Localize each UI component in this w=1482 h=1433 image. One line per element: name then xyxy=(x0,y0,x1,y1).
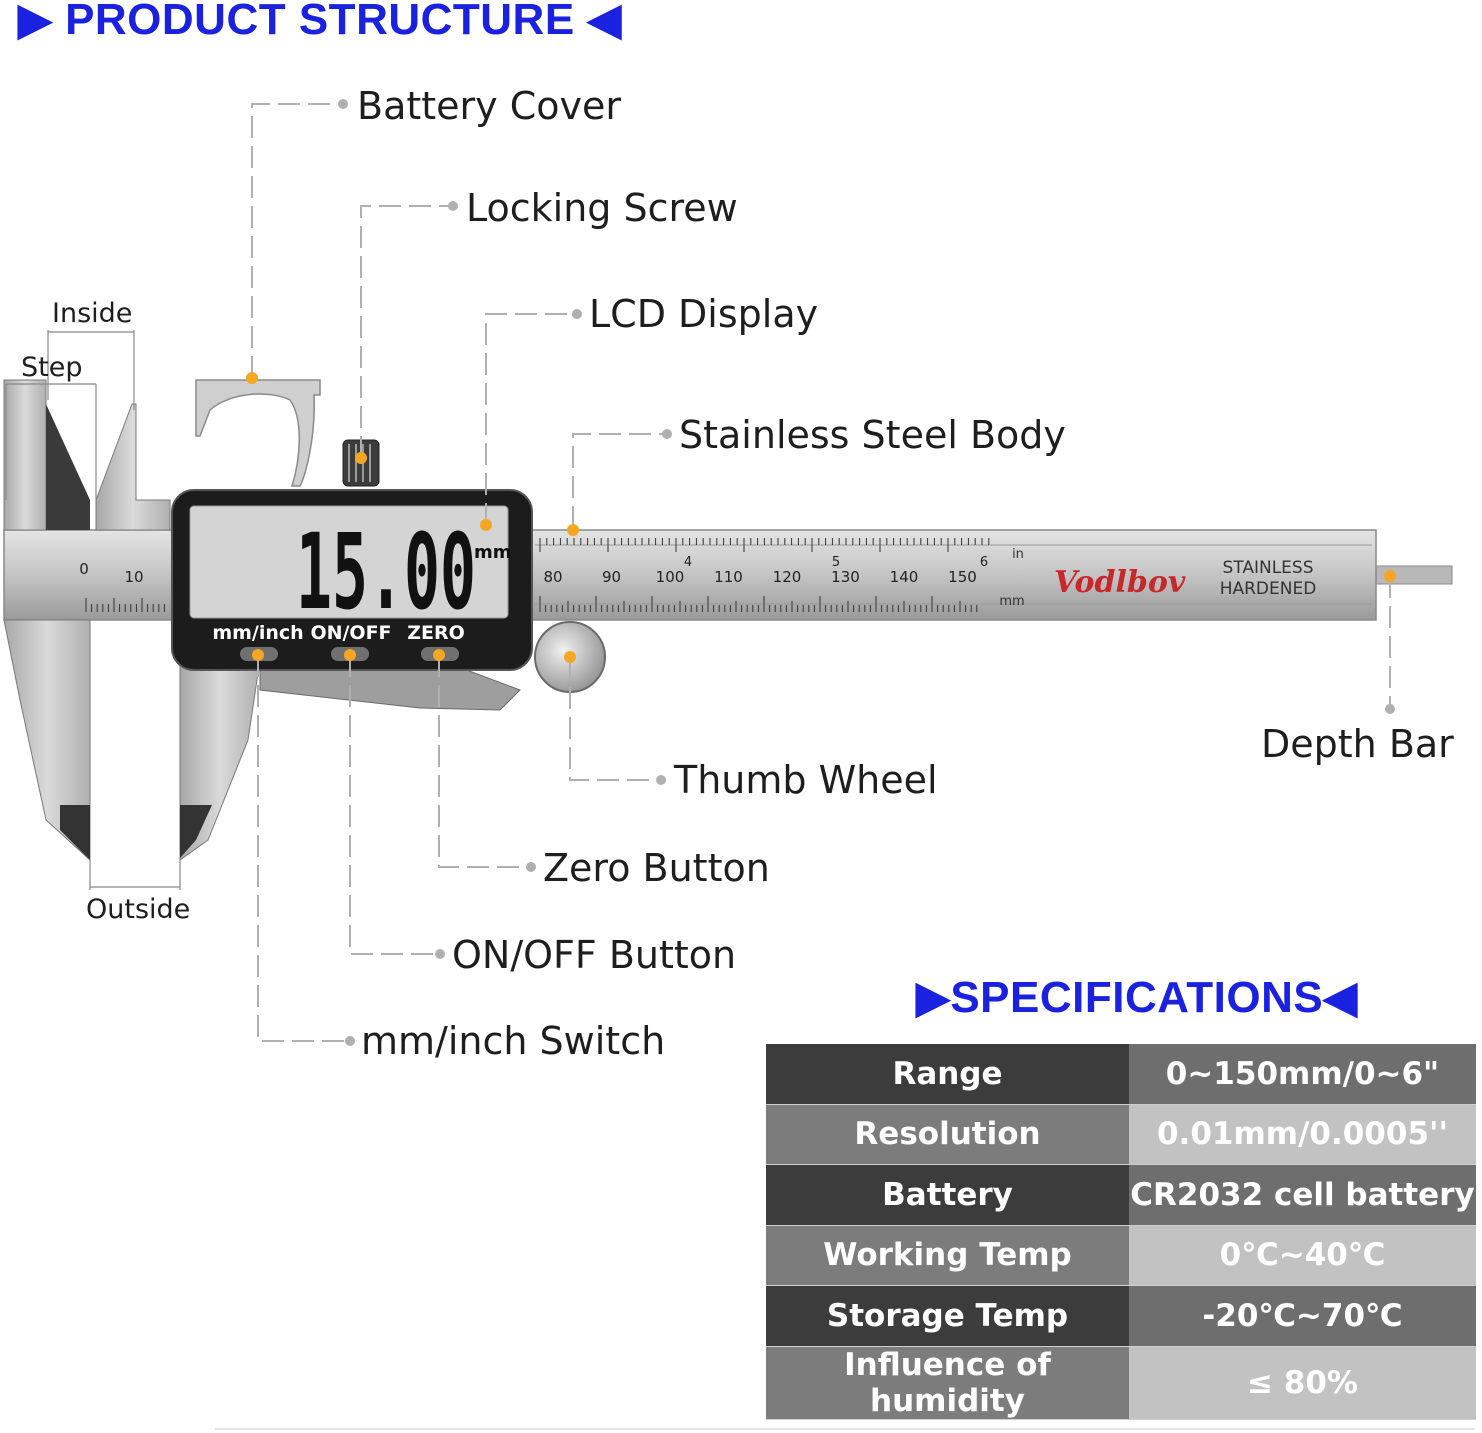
leader-end-dots xyxy=(338,99,1395,1046)
spec-value: ≤ 80% xyxy=(1129,1346,1476,1420)
inch-scale-label: 4 xyxy=(684,555,692,570)
spec-value: -20℃~70℃ xyxy=(1129,1285,1476,1347)
unit-in: in xyxy=(1012,547,1024,562)
spec-value: 0~150mm/0~6" xyxy=(1129,1044,1476,1105)
specifications-title: ▶SPECIFICATIONS◀ xyxy=(916,973,1358,1022)
stamp-line1: STAINLESS xyxy=(1222,558,1313,578)
battery-cover xyxy=(195,379,321,487)
spec-value: 0℃~40℃ xyxy=(1129,1225,1476,1286)
callout-locking-screw: Locking Screw xyxy=(466,186,738,230)
bottom-divider xyxy=(215,1428,1475,1430)
mm-inch-button-label: mm/inch xyxy=(212,622,303,644)
mm-scale-labels: 80 90 100 110 120 130 140 150 xyxy=(543,568,976,586)
lcd-reading: 15.00 xyxy=(296,511,476,633)
callout-thumb-wheel: Thumb Wheel xyxy=(674,758,938,802)
spec-value: CR2032 cell battery xyxy=(1129,1164,1476,1226)
mm-scale-label: 80 xyxy=(543,568,562,586)
spec-key: Battery xyxy=(766,1164,1129,1226)
zero-button-label: ZERO xyxy=(407,622,465,644)
stamp-line2: HARDENED xyxy=(1220,579,1317,599)
scale-left-10: 10 xyxy=(124,568,143,586)
callout-zero-button: Zero Button xyxy=(543,846,770,890)
depth-bar xyxy=(1371,565,1453,585)
mm-scale-label: 100 xyxy=(656,568,685,586)
spec-key: Working Temp xyxy=(766,1225,1129,1286)
spec-key: Resolution xyxy=(766,1104,1129,1165)
callout-onoff-button: ON/OFF Button xyxy=(452,933,737,977)
spec-row: Storage Temp-20℃~70℃ xyxy=(766,1285,1476,1347)
brand-logo: Vodlbov xyxy=(1054,565,1186,600)
mm-scale-label: 90 xyxy=(602,568,621,586)
onoff-button-label: ON/OFF xyxy=(310,622,391,644)
mm-scale-label: 140 xyxy=(890,568,919,586)
part-markers xyxy=(246,372,1396,663)
callout-mm-inch-switch: mm/inch Switch xyxy=(361,1019,666,1063)
mm-scale-label: 150 xyxy=(948,568,977,586)
spec-value: 0.01mm/0.0005'' xyxy=(1129,1104,1476,1165)
inch-scale-label: 6 xyxy=(980,555,988,570)
fixed-jaw xyxy=(3,379,47,531)
lcd-unit: mm xyxy=(474,542,512,563)
product-structure-title: ▶ PRODUCT STRUCTURE ◀ xyxy=(18,0,622,44)
spec-row: Influence of humidity≤ 80% xyxy=(766,1346,1476,1420)
callout-battery-cover: Battery Cover xyxy=(357,84,621,128)
mm-scale-label: 130 xyxy=(831,568,860,586)
ruler-ticks xyxy=(85,538,990,612)
mm-scale-label: 110 xyxy=(714,568,743,586)
lcd-screen xyxy=(189,505,509,619)
inch-scale-label: 5 xyxy=(832,555,840,570)
sliding-jaw xyxy=(95,403,171,531)
callout-step: Step xyxy=(21,352,83,383)
inch-scale-labels: 4 5 6 xyxy=(684,555,988,570)
spec-key: Influence of humidity xyxy=(766,1346,1129,1420)
callout-stainless-steel-body: Stainless Steel Body xyxy=(679,413,1066,457)
unit-mm: mm xyxy=(999,594,1024,609)
dimension-lines xyxy=(5,330,181,890)
callout-lcd-display: LCD Display xyxy=(589,292,819,336)
leader-lines xyxy=(251,103,1391,1042)
callout-depth-bar: Depth Bar xyxy=(1261,722,1454,766)
mm-scale-label: 120 xyxy=(773,568,802,586)
spec-key: Storage Temp xyxy=(766,1285,1129,1347)
callout-inside: Inside xyxy=(52,298,133,329)
spec-key: Range xyxy=(766,1044,1129,1105)
scale-left-0: 0 xyxy=(79,560,89,578)
callout-outside: Outside xyxy=(86,894,191,925)
